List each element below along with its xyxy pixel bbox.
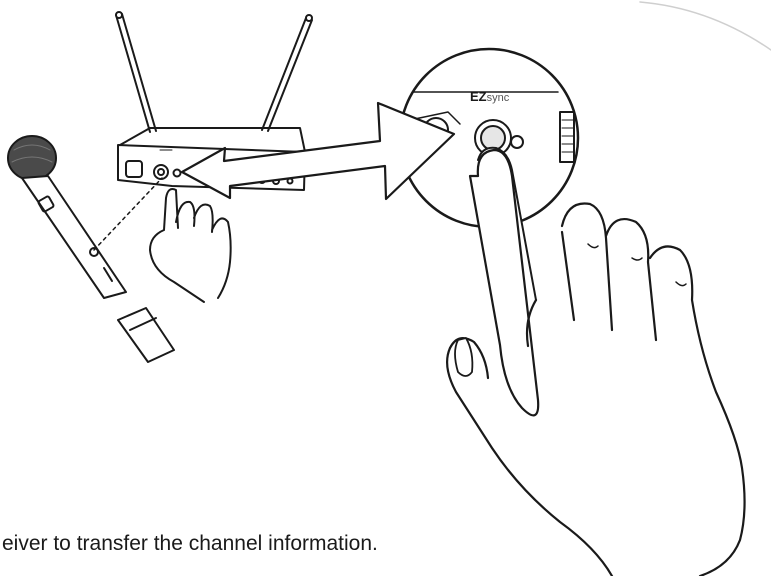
ezsync-logo: EZsync (470, 89, 510, 104)
sync-dotted-line (93, 177, 163, 251)
left-antenna (115, 14, 151, 133)
small-hand (149, 188, 232, 303)
double-arrow (180, 101, 456, 201)
handheld-microphone (7, 135, 175, 363)
large-hand (468, 148, 540, 417)
page-curl (639, 1, 771, 51)
instruction-caption: eiver to transfer the channel informatio… (2, 532, 378, 555)
right-antenna (261, 17, 307, 131)
